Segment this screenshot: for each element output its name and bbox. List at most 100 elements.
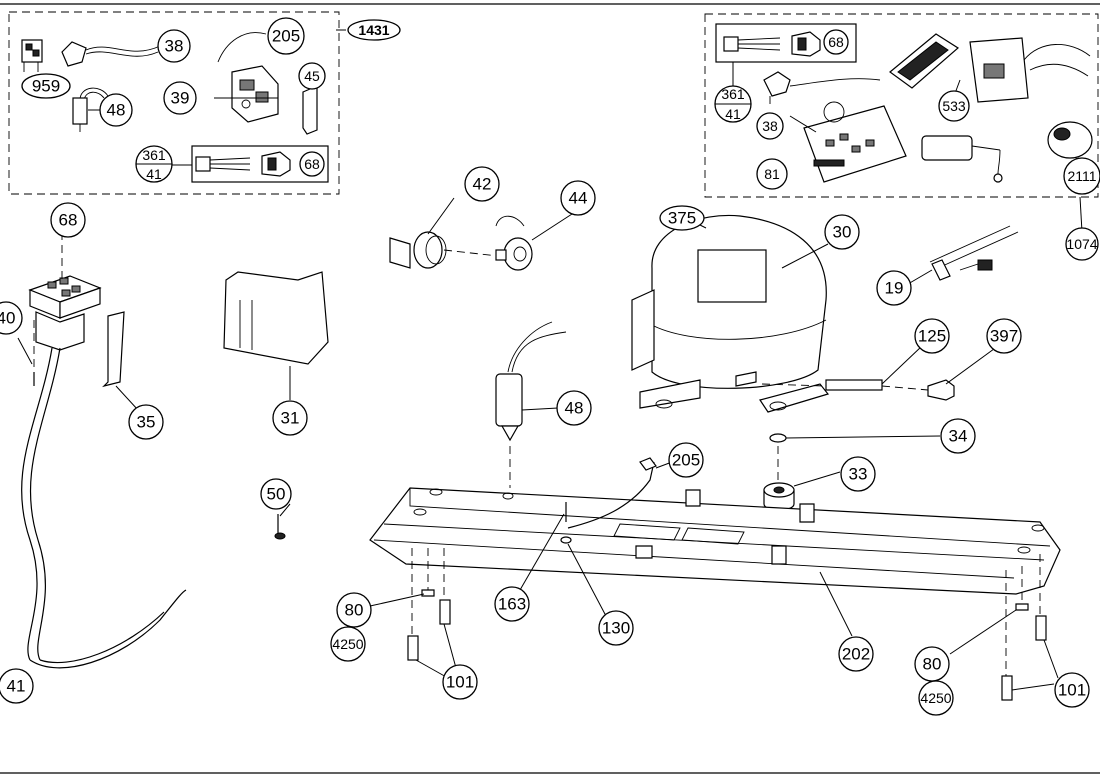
callout-text: 959 bbox=[32, 77, 60, 96]
callout-text: 80 bbox=[345, 601, 364, 620]
callout-text: 68 bbox=[828, 34, 844, 50]
callout-text: 130 bbox=[602, 619, 630, 638]
callout-19: 19 bbox=[876, 270, 912, 306]
callout-text: 33 bbox=[849, 465, 868, 484]
callout-text: 35 bbox=[137, 413, 156, 432]
callout-31: 31 bbox=[272, 400, 308, 436]
assembly-line-125-397 bbox=[881, 385, 929, 391]
callout-205-kit: 205 bbox=[267, 17, 305, 55]
callout-81: 81 bbox=[756, 158, 788, 190]
callout-text: 101 bbox=[446, 673, 474, 692]
capacitor-part-48-main bbox=[495, 321, 567, 488]
callout-text: 34 bbox=[949, 427, 968, 446]
callout-text: 80 bbox=[923, 655, 942, 674]
callout-50: 50 bbox=[260, 478, 292, 510]
compressor-part-30 bbox=[631, 214, 830, 413]
callout-text: 38 bbox=[762, 118, 778, 134]
power-cord-assembly bbox=[17, 232, 187, 669]
callout-text: 31 bbox=[281, 409, 300, 428]
callout-80-right: 80 bbox=[914, 646, 950, 682]
washer-part-130 bbox=[560, 536, 607, 617]
callout-41-cord: 41 bbox=[0, 668, 34, 704]
callout-202: 202 bbox=[838, 636, 874, 672]
callout-959: 959 bbox=[21, 73, 71, 99]
callout-533: 533 bbox=[938, 90, 970, 122]
callout-101-left: 101 bbox=[442, 664, 478, 700]
callout-text: 44 bbox=[569, 189, 588, 208]
callout-text: 41 bbox=[7, 677, 26, 696]
callout-text: 48 bbox=[565, 399, 584, 418]
cover-part-31 bbox=[223, 271, 329, 400]
callout-40: 40 bbox=[0, 301, 23, 335]
callout-2111: 2111 bbox=[1063, 157, 1100, 195]
callout-text: 45 bbox=[304, 68, 320, 84]
callout-text: 205 bbox=[272, 27, 300, 46]
callout-text: 41 bbox=[725, 106, 741, 122]
capacitor-part-48-kit bbox=[72, 87, 109, 132]
callout-48-kit: 48 bbox=[99, 93, 133, 127]
callout-text: 375 bbox=[668, 209, 696, 228]
foot-assembly-right bbox=[949, 554, 1059, 701]
connector-assembly-kit bbox=[160, 145, 329, 183]
callout-375: 375 bbox=[659, 205, 705, 231]
thermostat-part-533 bbox=[889, 33, 1091, 103]
leader-30 bbox=[781, 243, 829, 269]
cable-part-38-kit bbox=[61, 41, 161, 67]
callout-361-41-kit: 361 41 bbox=[135, 145, 173, 183]
callout-text: 50 bbox=[267, 485, 286, 504]
callout-163: 163 bbox=[494, 586, 530, 622]
clip-part-45 bbox=[302, 85, 318, 135]
callout-130: 130 bbox=[598, 610, 634, 646]
valve-part-397 bbox=[927, 345, 999, 401]
assembly-line-42-44 bbox=[443, 249, 499, 257]
callout-1074: 1074 bbox=[1065, 227, 1099, 261]
washer-part-34 bbox=[769, 433, 787, 443]
cable-part-38-right bbox=[763, 71, 881, 104]
wire-terminal-205 bbox=[639, 457, 657, 471]
callout-text: 40 bbox=[0, 309, 15, 328]
ferrite-part-2111 bbox=[1047, 121, 1093, 159]
callout-text: 533 bbox=[942, 98, 966, 114]
wire-part-205-main bbox=[567, 461, 655, 529]
callout-38-right: 38 bbox=[756, 112, 784, 140]
callout-42: 42 bbox=[464, 166, 500, 202]
callout-397: 397 bbox=[986, 318, 1022, 354]
callout-4250-left: 4250 bbox=[330, 626, 366, 662]
callout-44: 44 bbox=[560, 180, 596, 216]
callout-text: 2111 bbox=[1067, 168, 1096, 184]
screw-part-50 bbox=[274, 514, 286, 540]
control-board-part-81 bbox=[803, 101, 907, 183]
wire-part-205-kit bbox=[217, 32, 267, 63]
callout-text: 202 bbox=[842, 645, 870, 664]
callout-text: 361 bbox=[142, 147, 166, 163]
process-pipe-part-125 bbox=[761, 345, 923, 391]
callout-text: 68 bbox=[59, 211, 78, 230]
callout-33: 33 bbox=[840, 456, 876, 492]
callout-text: 4250 bbox=[920, 690, 951, 706]
starter-relay-part-39 bbox=[231, 65, 279, 123]
callout-text: 163 bbox=[498, 595, 526, 614]
callout-text: 81 bbox=[764, 166, 780, 182]
base-plate-part-202 bbox=[369, 487, 1061, 637]
clamp-part-35 bbox=[102, 311, 125, 388]
callout-125: 125 bbox=[914, 318, 950, 354]
heater-part-19 bbox=[907, 225, 1019, 285]
callout-35: 35 bbox=[128, 404, 164, 440]
protector-part-42 bbox=[389, 231, 447, 269]
callout-205-main: 205 bbox=[668, 442, 704, 478]
callout-text: 4250 bbox=[332, 636, 363, 652]
callout-68-kit: 68 bbox=[299, 151, 325, 177]
leader-35 bbox=[115, 385, 139, 411]
callout-text: 1431 bbox=[358, 22, 389, 38]
callout-text: 30 bbox=[833, 223, 852, 242]
callout-text: 38 bbox=[165, 37, 184, 56]
callout-text: 39 bbox=[171, 89, 190, 108]
callout-68-cord: 68 bbox=[50, 202, 86, 238]
callout-text: 41 bbox=[146, 166, 162, 182]
capacitor-part-right bbox=[921, 135, 1003, 183]
callout-text: 101 bbox=[1058, 681, 1086, 700]
callout-text: 42 bbox=[473, 175, 492, 194]
kit-group-1074 bbox=[704, 13, 1099, 233]
foot-assembly-left bbox=[369, 548, 457, 679]
